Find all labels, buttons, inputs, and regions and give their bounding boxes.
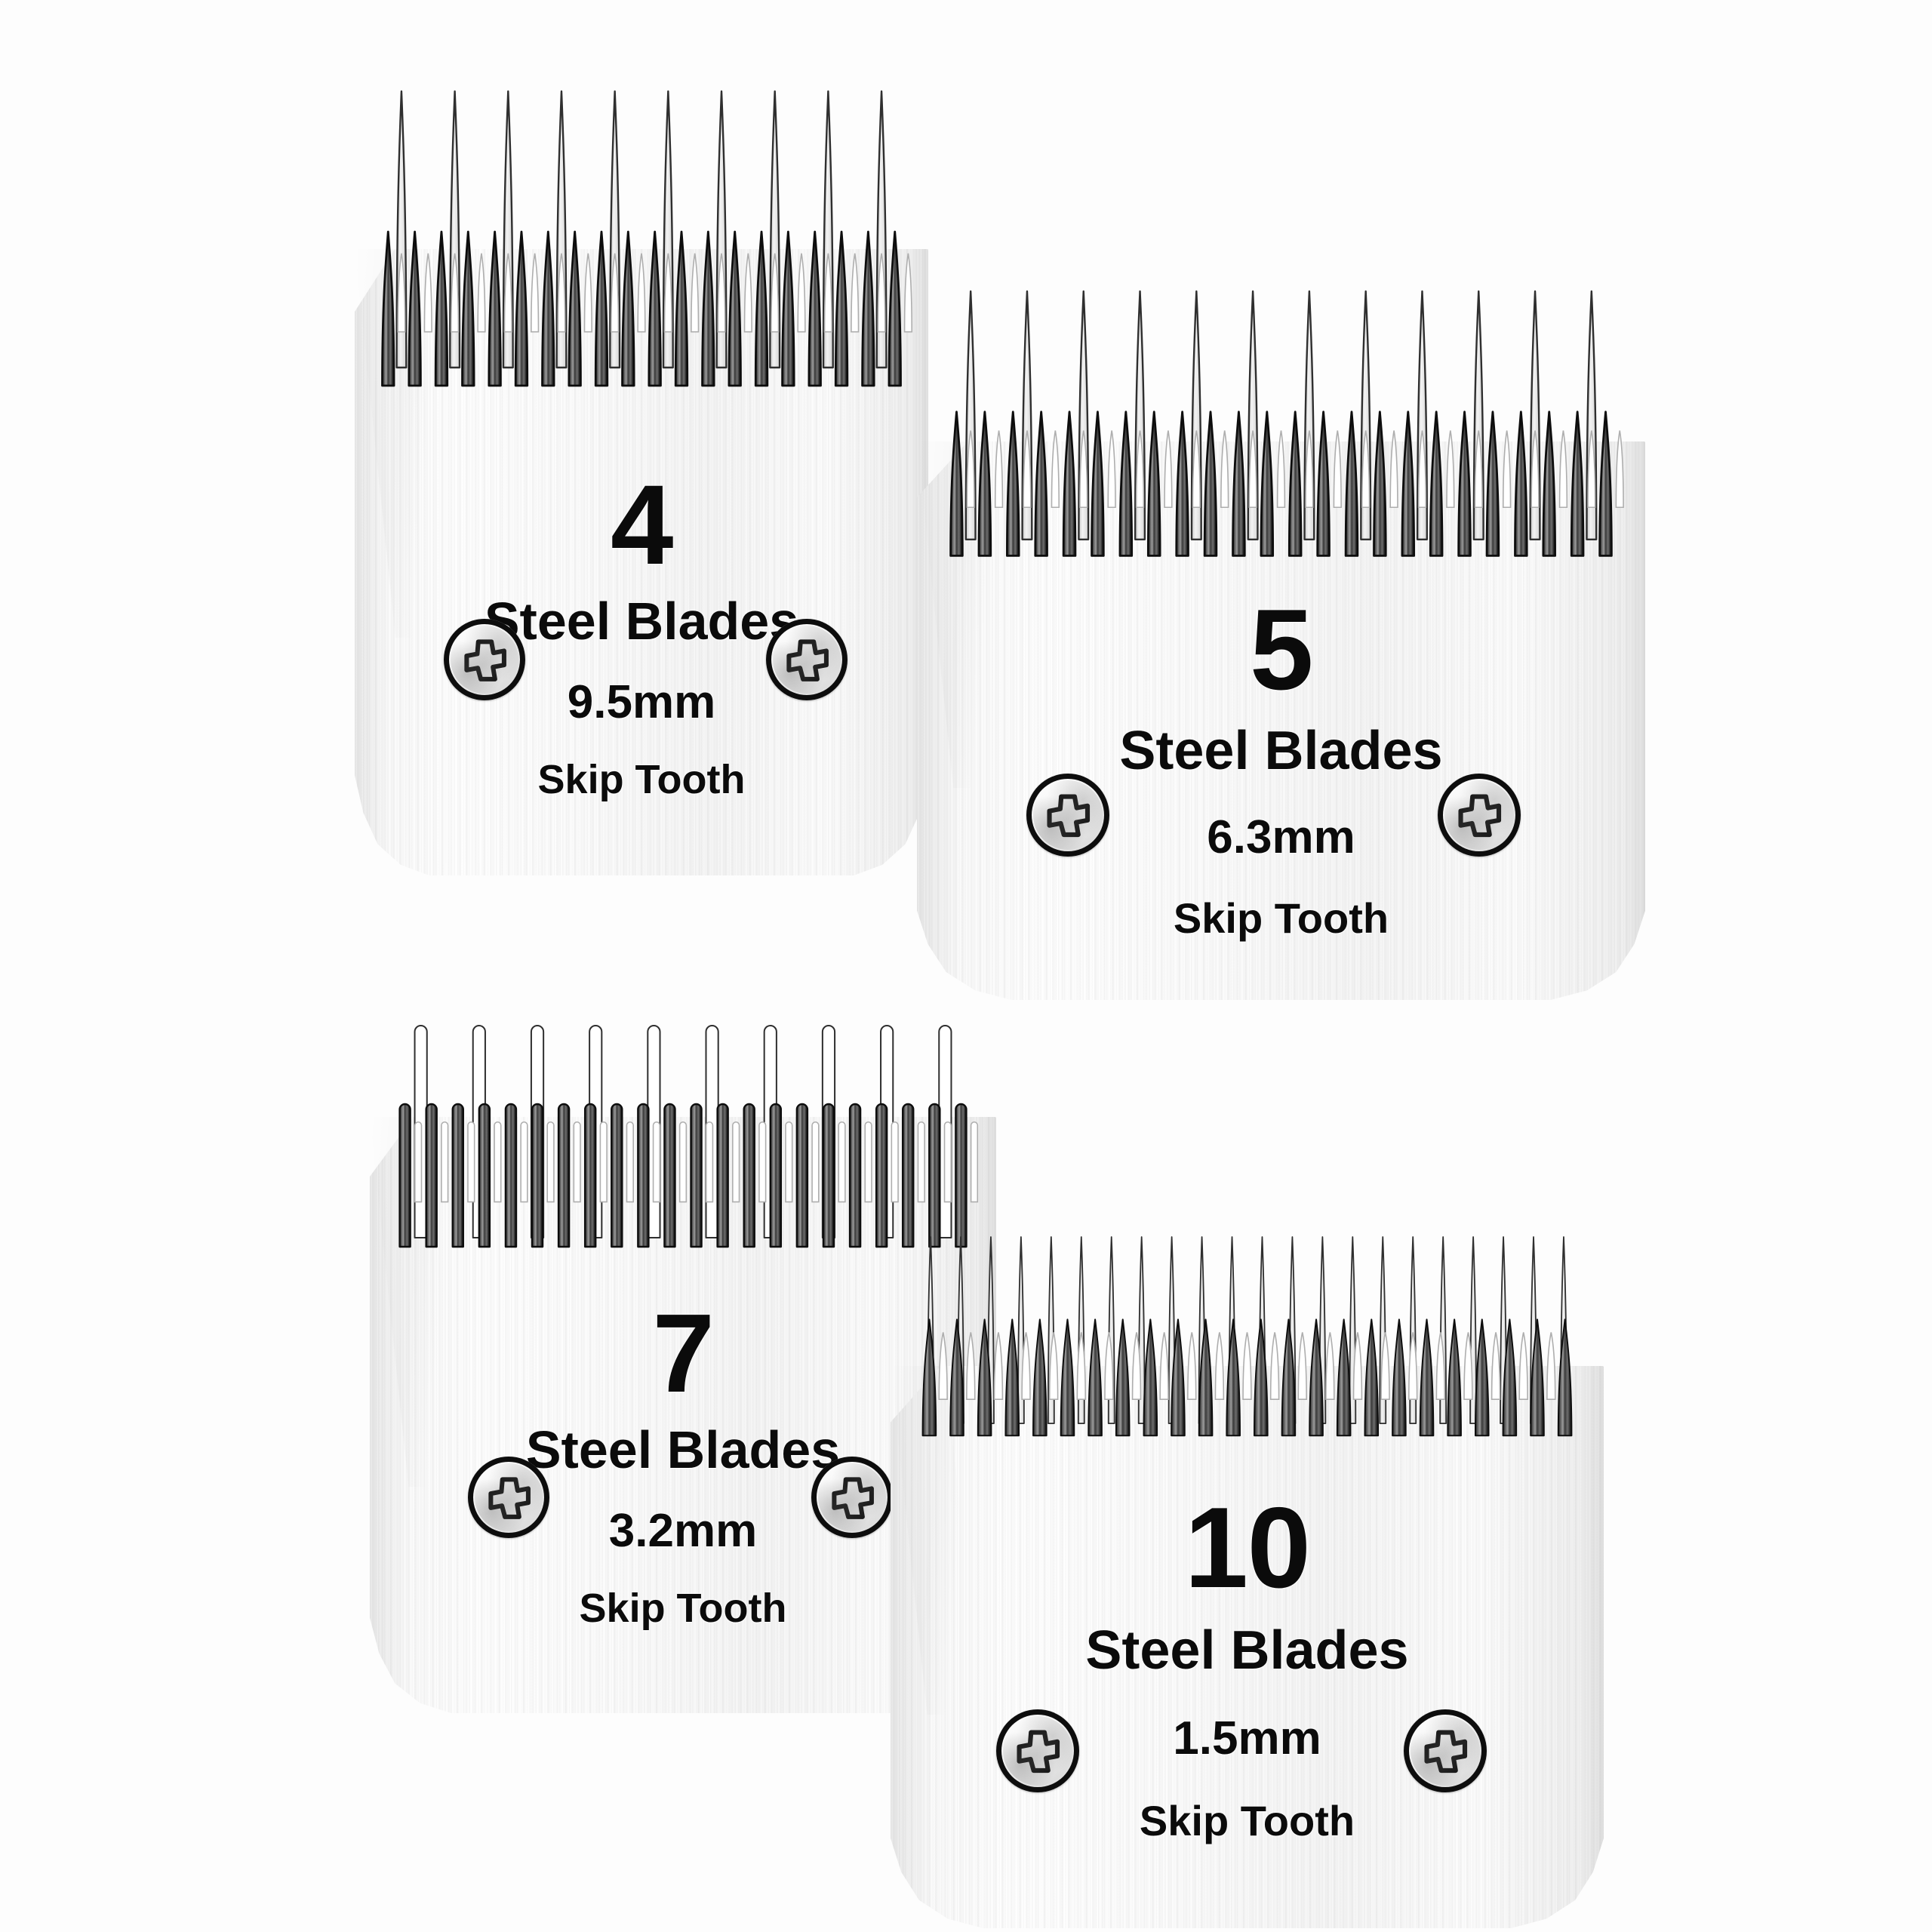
blade-brand-line: Steel Blades [525, 1420, 841, 1479]
blade-size-number: 5 [1249, 586, 1314, 714]
blade-brand-line: Steel Blades [484, 592, 799, 651]
blade-cut-length: 1.5mm [1173, 1712, 1321, 1764]
blade-card-10[interactable]: 10 Steel Blades 1.5mm Skip Tooth [891, 1236, 1604, 1928]
blade-tooth-type: Skip Tooth [1139, 1797, 1355, 1844]
blade-label-block-10: 10 Steel Blades 1.5mm Skip Tooth [891, 1491, 1604, 1842]
blade-brand-line: Steel Blades [1085, 1620, 1409, 1681]
blade-screw-right [766, 619, 848, 700]
blade-label-block-4: 4 Steel Blades 9.5mm Skip Tooth [355, 468, 928, 800]
blade-cut-length: 6.3mm [1207, 811, 1355, 863]
blade-cut-length: 3.2mm [608, 1505, 758, 1557]
blade-screw-right [1438, 774, 1521, 857]
blade-screw-left [444, 619, 525, 700]
blade-screw-left [1026, 774, 1109, 857]
blade-screw-right [811, 1457, 893, 1538]
blade-size-number: 7 [652, 1291, 715, 1416]
blade-screw-left [996, 1709, 1079, 1792]
blade-size-number: 4 [611, 461, 673, 588]
blade-brand-line: Steel Blades [1119, 721, 1443, 781]
blade-screw-right [1404, 1709, 1487, 1792]
blade-tooth-type: Skip Tooth [1173, 894, 1389, 942]
blade-tooth-type: Skip Tooth [579, 1586, 787, 1631]
blade-cut-length: 9.5mm [567, 676, 716, 728]
blade-screw-left [468, 1457, 549, 1538]
blade-card-4[interactable]: 4 Steel Blades 9.5mm Skip Tooth [355, 90, 928, 875]
blade-label-block-7: 7 Steel Blades 3.2mm Skip Tooth [370, 1298, 996, 1629]
blade-label-block-5: 5 Steel Blades 6.3mm Skip Tooth [917, 592, 1645, 940]
blade-size-number: 10 [1184, 1484, 1311, 1612]
blade-card-5[interactable]: 5 Steel Blades 6.3mm Skip Tooth [917, 290, 1645, 1000]
blade-tooth-type: Skip Tooth [537, 757, 746, 802]
blade-body [891, 1366, 1604, 1928]
